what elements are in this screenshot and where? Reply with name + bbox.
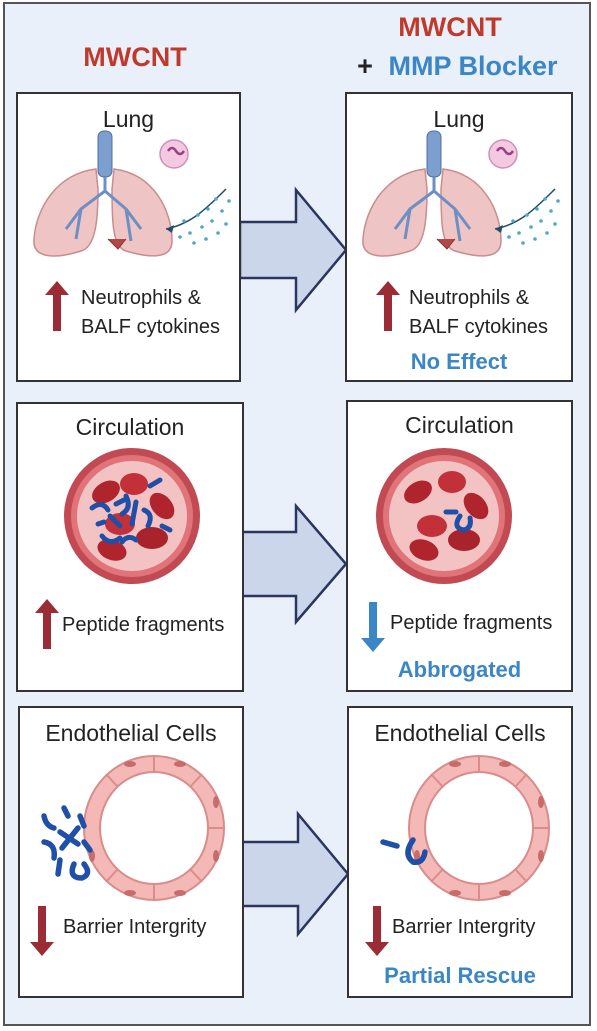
transition-arrow-row2 (238, 502, 348, 626)
right-column-title-line2: MMP Blocker (388, 51, 558, 81)
effect-text-line1: Peptide fragments (390, 612, 553, 634)
endothelial-ring-illustration (380, 755, 550, 901)
panel-title: Endothelial Cells (45, 720, 217, 746)
right-column-plus: + (357, 51, 373, 81)
panel-lung-blocker: Lung Neutrophils & BALF cytokines No Eff… (345, 92, 573, 382)
panel-endothelial-mwcnt: Endothelial Cells Barrier Intergri (18, 706, 244, 998)
effect-text-line1: Barrier Intergrity (63, 916, 207, 938)
panel-endothelial-blocker: Endothelial Cells Barrier Intergrity Par… (347, 706, 573, 998)
effect-text-line1: Neutrophils & (409, 287, 530, 309)
arrow-down-icon (30, 906, 54, 956)
transition-arrow-row3 (240, 810, 350, 938)
blood-vessel-illustration (376, 448, 512, 584)
right-column-title-line1: MWCNT (398, 12, 502, 42)
left-column-title: MWCNT (83, 42, 187, 72)
lung-illustration (362, 130, 560, 257)
panel-lung-mwcnt: Lung Neutrophils & BALF cytokines (16, 92, 241, 382)
panel-title: Lung (433, 106, 485, 132)
effect-text-line2: BALF cytokines (81, 316, 220, 338)
effect-text-line2: BALF cytokines (409, 316, 548, 338)
transition-arrow-row1 (238, 186, 348, 314)
effect-text-line1: Barrier Intergrity (392, 916, 536, 938)
endothelial-ring-illustration (41, 755, 225, 901)
panel-circulation-mwcnt: Circulation Peptide fragments (16, 402, 244, 692)
panel-title: Circulation (405, 412, 514, 438)
effect-text-line1: Peptide fragments (62, 614, 225, 636)
panel-title: Lung (102, 106, 155, 132)
panel-title: Circulation (75, 414, 185, 440)
panel-circulation-blocker: Circulation Peptide fragments Abbrogated (346, 400, 573, 692)
outcome-label: Partial Rescue (384, 963, 536, 988)
outcome-label: Abbrogated (397, 657, 522, 682)
arrow-down-icon (365, 906, 389, 956)
lung-illustration (33, 130, 231, 257)
outcome-label: No Effect (410, 349, 508, 374)
arrow-down-icon (361, 602, 385, 652)
arrow-up-icon (45, 281, 69, 331)
panel-title: Endothelial Cells (374, 720, 546, 746)
blood-vessel-illustration (64, 448, 200, 584)
effect-text-line1: Neutrophils & (81, 287, 202, 309)
arrow-up-icon (35, 599, 59, 649)
arrow-up-icon (376, 281, 400, 331)
